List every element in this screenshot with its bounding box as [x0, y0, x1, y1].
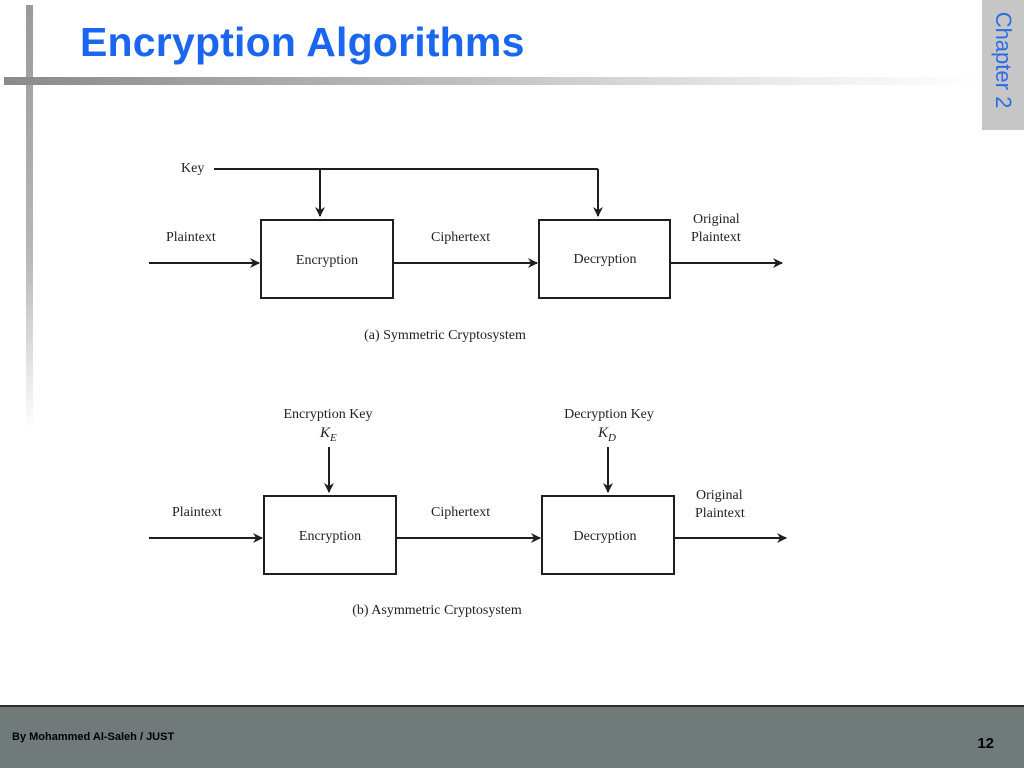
key-label: Key	[181, 161, 204, 176]
decryption-key-label: Decryption Key	[564, 407, 654, 422]
decryption-box-label: Decryption	[574, 529, 637, 544]
asymmetric-diagram: Encryption Key KE Decryption Key KD Plai…	[149, 407, 787, 618]
encryption-key-symbol: KE	[319, 425, 337, 444]
footer-bar: By Mohammed Al-Saleh / JUST 12	[0, 705, 1024, 768]
footer-author: By Mohammed Al-Saleh / JUST	[12, 731, 175, 743]
decryption-box	[541, 495, 675, 575]
original-label-line2: Plaintext	[691, 230, 741, 245]
original-label-line1: Original	[693, 212, 740, 227]
caption-symmetric: (a) Symmetric Cryptosystem	[364, 328, 526, 343]
title-underline-bar	[4, 77, 980, 85]
encryption-key-label: Encryption Key	[283, 407, 372, 422]
cryptosystem-diagrams: Key Plaintext Encryption Ciphertext Decr…	[149, 161, 787, 618]
plaintext-label: Plaintext	[166, 230, 216, 245]
encryption-box-label: Encryption	[299, 529, 361, 544]
decryption-box-label: Decryption	[574, 252, 637, 267]
encryption-box	[263, 495, 397, 575]
original-label-line2: Plaintext	[695, 506, 745, 521]
encryption-box-label: Encryption	[296, 253, 358, 268]
original-label-line1: Original	[696, 488, 743, 503]
encryption-box	[260, 219, 394, 299]
chapter-tab: Chapter 2	[982, 0, 1024, 130]
ciphertext-label: Ciphertext	[431, 230, 490, 245]
decryption-box	[538, 219, 671, 299]
caption-asymmetric: (b) Asymmetric Cryptosystem	[352, 603, 522, 618]
symmetric-diagram: Key Plaintext Encryption Ciphertext Decr…	[149, 161, 783, 343]
decryption-key-symbol: KD	[597, 425, 616, 444]
slide-title: Encryption Algorithms	[80, 19, 525, 65]
plaintext-label: Plaintext	[172, 505, 222, 520]
ciphertext-label: Ciphertext	[431, 505, 490, 520]
left-accent-bar	[26, 5, 33, 430]
page-number: 12	[977, 735, 994, 752]
